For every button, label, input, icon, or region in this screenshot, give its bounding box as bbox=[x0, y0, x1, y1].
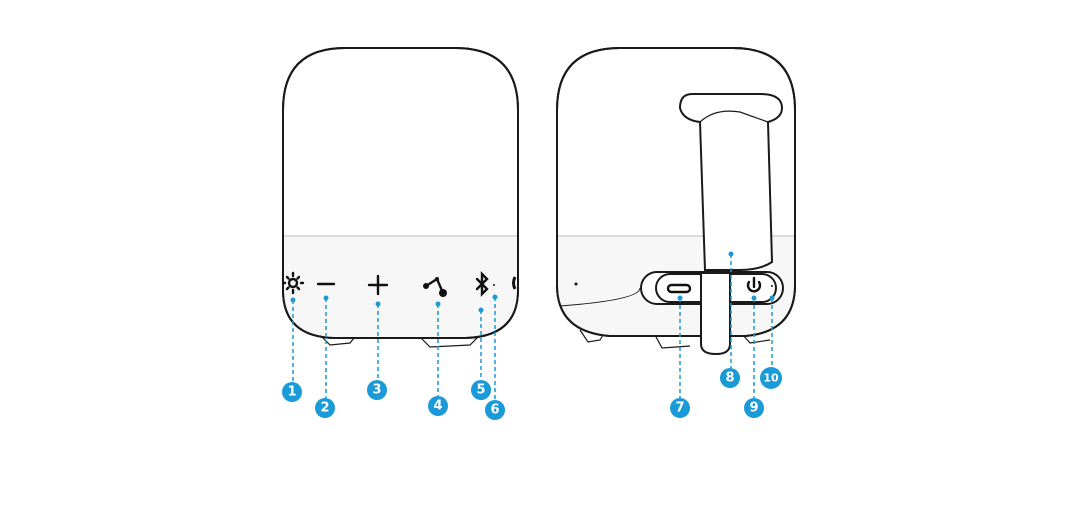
callout-7: 7 bbox=[670, 398, 690, 418]
back-speaker bbox=[556, 47, 796, 356]
callout-1: 1 bbox=[282, 382, 302, 402]
callout-2: 2 bbox=[315, 398, 335, 418]
svg-text:9: 9 bbox=[749, 401, 758, 416]
svg-text:1: 1 bbox=[287, 385, 296, 400]
svg-text:5: 5 bbox=[476, 383, 485, 398]
callout-3: 3 bbox=[367, 380, 387, 400]
volume-up-icon[interactable] bbox=[367, 274, 389, 296]
light-icon[interactable] bbox=[281, 271, 305, 295]
usb-c-port-icon[interactable] bbox=[666, 283, 692, 294]
callout-leaders bbox=[290, 251, 775, 400]
partycast-icon[interactable] bbox=[423, 277, 447, 297]
power-indicator-icon bbox=[771, 285, 773, 287]
callout-4: 4 bbox=[428, 396, 448, 416]
svg-text:3: 3 bbox=[372, 383, 381, 398]
svg-text:4: 4 bbox=[433, 399, 442, 414]
bluetooth-icon[interactable] bbox=[475, 271, 489, 297]
front-speaker bbox=[281, 47, 519, 348]
callout-5: 5 bbox=[471, 380, 491, 400]
callout-6: 6 bbox=[485, 400, 505, 420]
svg-text:10: 10 bbox=[763, 372, 779, 385]
svg-text:8: 8 bbox=[725, 371, 734, 386]
svg-text:2: 2 bbox=[320, 401, 329, 416]
svg-text:7: 7 bbox=[675, 401, 684, 416]
bluetooth-indicator-icon bbox=[493, 284, 495, 286]
svg-text:6: 6 bbox=[490, 403, 499, 418]
callout-8: 8 bbox=[720, 368, 740, 388]
strap-icon[interactable] bbox=[678, 93, 784, 271]
callout-9: 9 bbox=[744, 398, 764, 418]
power-button-icon[interactable] bbox=[746, 276, 762, 293]
callout-10: 10 bbox=[760, 367, 782, 389]
